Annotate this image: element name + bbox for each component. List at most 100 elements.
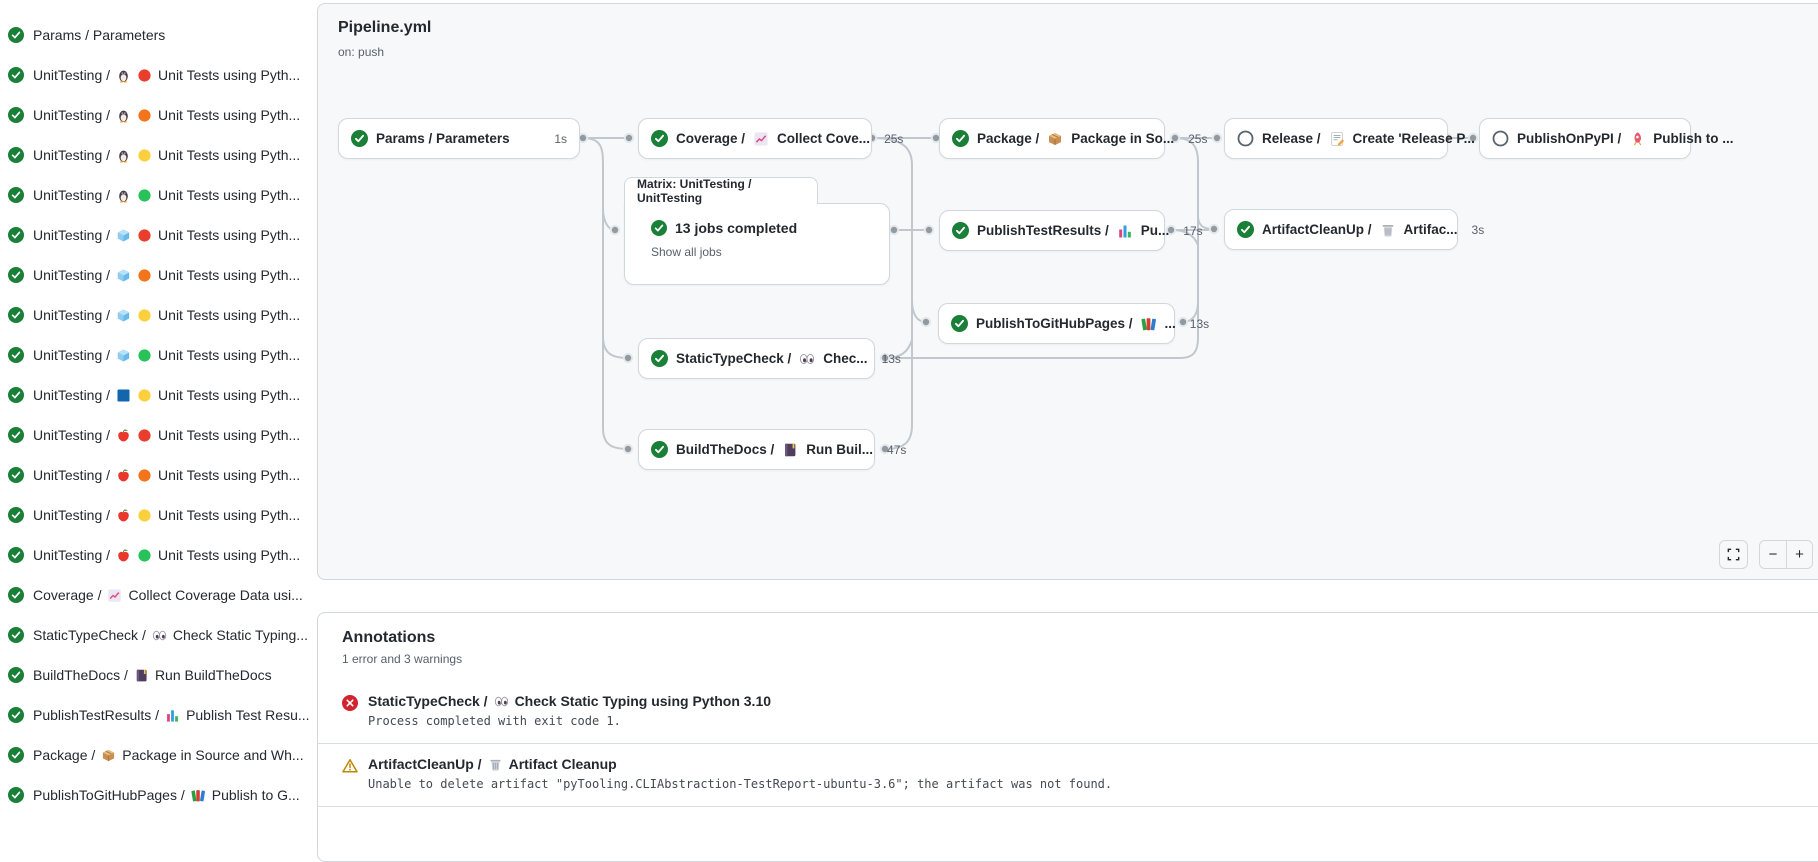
check-icon [651,130,668,147]
sidebar-job-item[interactable]: PublishToGitHubPages /Publish to G... [0,775,317,815]
node-label-tail: Artifac... [1403,222,1458,237]
annotation-message: Unable to delete artifact "pyTooling.CLI… [368,777,1113,791]
check-icon [8,747,24,763]
sidebar-job-item[interactable]: Package /Package in Source and Wh... [0,735,317,775]
workflow-trigger: on: push [338,45,385,59]
sidebar-job-label: Package /Package in Source and Wh... [33,747,304,763]
dot-red-icon [137,428,152,443]
node-label: ArtifactCleanUp / [1262,222,1372,237]
check-icon [8,427,24,443]
sidebar-job-item[interactable]: UnitTesting /Unit Tests using Pyth... [0,295,317,335]
sidebar-job-item[interactable]: UnitTesting /Unit Tests using Pyth... [0,255,317,295]
workflow-graph-card: Pipeline.yml on: push Params / Parameter… [317,3,1818,580]
node-duration: 1s [554,131,567,146]
sidebar-job-item[interactable]: UnitTesting /Unit Tests using Pyth... [0,495,317,535]
check-icon [8,147,24,163]
check-icon [8,67,24,83]
dot-orange-icon [137,268,152,283]
annotation-job-link[interactable]: ArtifactCleanUp /Artifact Cleanup [368,756,617,772]
annotation-message: Process completed with exit code 1. [368,714,621,728]
penguin-icon [116,68,131,83]
annotations-title: Annotations [342,629,436,646]
sidebar-job-item[interactable]: PublishTestResults /Publish Test Resu... [0,695,317,735]
check-icon [8,27,24,43]
chart-icon [107,588,122,603]
graph-node-coverage[interactable]: Coverage /Collect Cove...25s [638,118,903,159]
node-label: BuildTheDocs / [676,442,775,457]
sidebar-job-item[interactable]: UnitTesting /Unit Tests using Pyth... [0,215,317,255]
annotations-card: Annotations 1 error and 3 warnings Stati… [317,612,1818,862]
check-icon [8,467,24,483]
node-label: PublishToGitHubPages / [976,316,1133,331]
node-label-tail: Collect Cove... [777,131,871,146]
graph-node-artifact-cleanup[interactable]: ArtifactCleanUp /Artifac...3s [1224,209,1484,250]
node-label: Coverage / [676,131,746,146]
graph-node-build-the-docs[interactable]: BuildTheDocs /Run Buil...47s [638,429,906,470]
sidebar-job-item[interactable]: UnitTesting /Unit Tests using Pyth... [0,55,317,95]
chart-icon [753,131,769,147]
dot-orange-icon [137,108,152,123]
matrix-tab[interactable]: Matrix: UnitTesting / UnitTesting [624,177,818,205]
check-icon [8,227,24,243]
cube-icon [116,308,131,323]
dot-red-icon [137,228,152,243]
node-label-tail: ... [1164,316,1176,331]
graph-node-publish-to-github-pages[interactable]: PublishToGitHubPages /...13s [938,303,1209,344]
graph-node-publish-test-results[interactable]: PublishTestResults /Pu...17s [939,210,1203,251]
sidebar-job-item[interactable]: StaticTypeCheck /Check Static Typing... [0,615,317,655]
cube-icon [116,268,131,283]
zoom-out-button[interactable]: − [1760,541,1786,568]
sidebar-job-label: UnitTesting /Unit Tests using Pyth... [33,547,301,563]
node-label-tail: Publish to ... [1653,131,1734,146]
node-label: Package / [977,131,1040,146]
sidebar-job-item[interactable]: UnitTesting /Unit Tests using Pyth... [0,135,317,175]
node-label: Release / [1262,131,1321,146]
check-icon [8,707,24,723]
dot-green-icon [137,348,152,363]
matrix-tab-label: Matrix: UnitTesting / UnitTesting [637,177,752,205]
show-all-jobs-link[interactable]: Show all jobs [651,245,722,259]
node-duration: 17s [1183,223,1203,238]
graph-node-static-type-check[interactable]: StaticTypeCheck /Chec...13s [638,338,901,379]
annotation-body: StaticTypeCheck /Check Static Typing usi… [368,693,771,728]
graph-node-release[interactable]: Release /Create 'Release P... [1224,118,1475,159]
sidebar-job-item[interactable]: UnitTesting /Unit Tests using Pyth... [0,455,317,495]
check-icon [8,387,24,403]
sidebar-job-item[interactable]: UnitTesting /Unit Tests using Pyth... [0,175,317,215]
fullscreen-button[interactable] [1719,540,1748,569]
zoom-in-button[interactable]: + [1786,541,1812,568]
rocket-icon [1629,131,1645,147]
apple-icon [116,508,131,523]
sidebar-job-item[interactable]: Params / Parameters [0,15,317,55]
node-label-tail: Run Buil... [806,442,874,457]
warning-icon [342,758,358,774]
sidebar-job-label: PublishToGitHubPages /Publish to G... [33,787,300,803]
sidebar-job-label: Coverage /Collect Coverage Data usi... [33,587,303,603]
annotation-job-link[interactable]: StaticTypeCheck /Check Static Typing usi… [368,693,772,709]
sidebar-job-item[interactable]: UnitTesting /Unit Tests using Pyth... [0,535,317,575]
sidebar-job-item[interactable]: UnitTesting /Unit Tests using Pyth... [0,375,317,415]
graph-node-package[interactable]: Package /Package in So...25s [939,118,1207,159]
graph-node-publish-on-pypi[interactable]: PublishOnPyPI /Publish to ... [1479,118,1734,159]
skip-icon [1237,130,1254,147]
sidebar-job-label: UnitTesting /Unit Tests using Pyth... [33,147,301,163]
matrix-group-card[interactable]: 13 jobs completed Show all jobs [624,203,890,285]
sidebar-job-item[interactable]: UnitTesting /Unit Tests using Pyth... [0,95,317,135]
penguin-icon [116,108,131,123]
skip-icon [1492,130,1509,147]
cube-icon [116,348,131,363]
sidebar-job-item[interactable]: BuildTheDocs /Run BuildTheDocs [0,655,317,695]
penguin-icon [116,188,131,203]
sidebar-job-label: UnitTesting /Unit Tests using Pyth... [33,227,301,243]
annotations-summary: 1 error and 3 warnings [342,652,463,666]
book-icon [782,442,798,458]
dot-orange-icon [137,468,152,483]
sidebar-job-item[interactable]: Coverage /Collect Coverage Data usi... [0,575,317,615]
sidebar-job-label: UnitTesting /Unit Tests using Pyth... [33,467,301,483]
sidebar-job-item[interactable]: UnitTesting /Unit Tests using Pyth... [0,335,317,375]
sidebar-job-item[interactable]: UnitTesting /Unit Tests using Pyth... [0,415,317,455]
matrix-jobs-summary: 13 jobs completed [675,220,798,236]
